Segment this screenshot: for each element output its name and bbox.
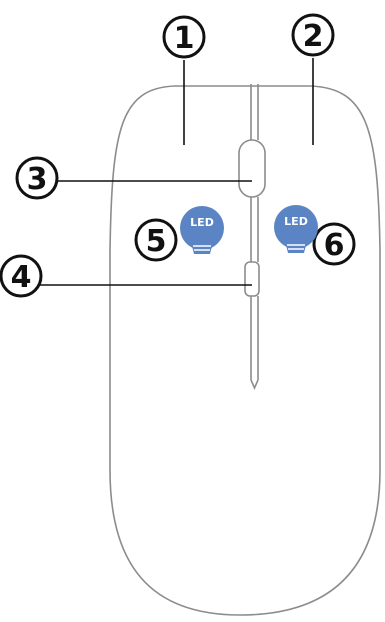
callout-4: 4: [0, 254, 43, 298]
callout-5: 5: [134, 218, 178, 262]
button-split-line: [250, 84, 259, 140]
callout-3: 3: [15, 156, 59, 200]
callout-2-number: 2: [303, 19, 324, 54]
led-bulb-right-icon: LED: [274, 205, 318, 253]
center-line-mid: [250, 197, 259, 262]
callout-1-number: 1: [174, 21, 195, 56]
callout-1: 1: [162, 15, 206, 59]
callout-6: 6: [312, 222, 356, 266]
led-left-label: LED: [190, 216, 214, 229]
center-line-tip: [250, 379, 259, 390]
callout-2: 2: [291, 13, 335, 57]
center-line-lower: [250, 296, 259, 380]
callout-3-number: 3: [27, 162, 48, 197]
callout-6-number: 6: [324, 228, 345, 263]
callout-5-number: 5: [146, 224, 167, 259]
led-bulb-left-icon: LED: [180, 206, 224, 254]
mouse-body-outline: [109, 85, 381, 616]
scroll-wheel: [238, 139, 266, 198]
led-right-label: LED: [284, 215, 308, 228]
dpi-button: [244, 261, 260, 297]
callout-4-number: 4: [11, 260, 32, 295]
